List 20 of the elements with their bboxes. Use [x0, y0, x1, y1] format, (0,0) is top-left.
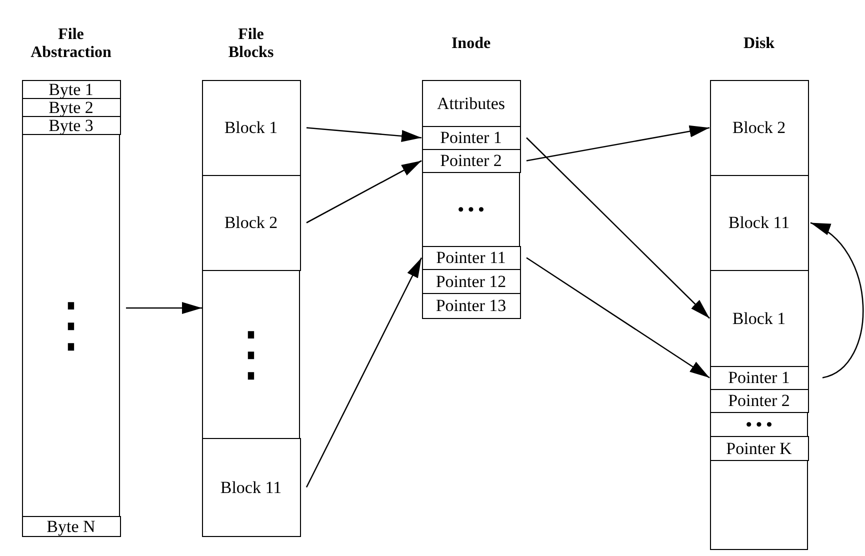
pointer-cell: Pointer K — [710, 436, 808, 461]
column-heading: Inode — [451, 34, 491, 54]
arrow — [526, 125, 710, 162]
column-heading: File Abstraction — [30, 25, 112, 63]
ellipsis: ⋮ — [23, 134, 119, 517]
arrow — [810, 222, 864, 378]
ellipsis: ⋮ — [203, 270, 299, 439]
arrow — [526, 257, 710, 378]
arrow — [306, 257, 422, 488]
column-heading: File Blocks — [228, 25, 274, 63]
arrow — [126, 302, 202, 314]
byte-cell: Byte N — [22, 516, 120, 537]
arrow — [526, 137, 710, 319]
arrow — [306, 127, 422, 142]
arrow — [306, 160, 422, 224]
block-cell: Block 11 — [202, 438, 300, 537]
byte-cell: Byte 3 — [22, 116, 120, 135]
block-cell: Block 2 — [202, 174, 300, 271]
column-heading: Disk — [743, 34, 775, 54]
pointer-cell: Pointer 13 — [422, 292, 520, 319]
